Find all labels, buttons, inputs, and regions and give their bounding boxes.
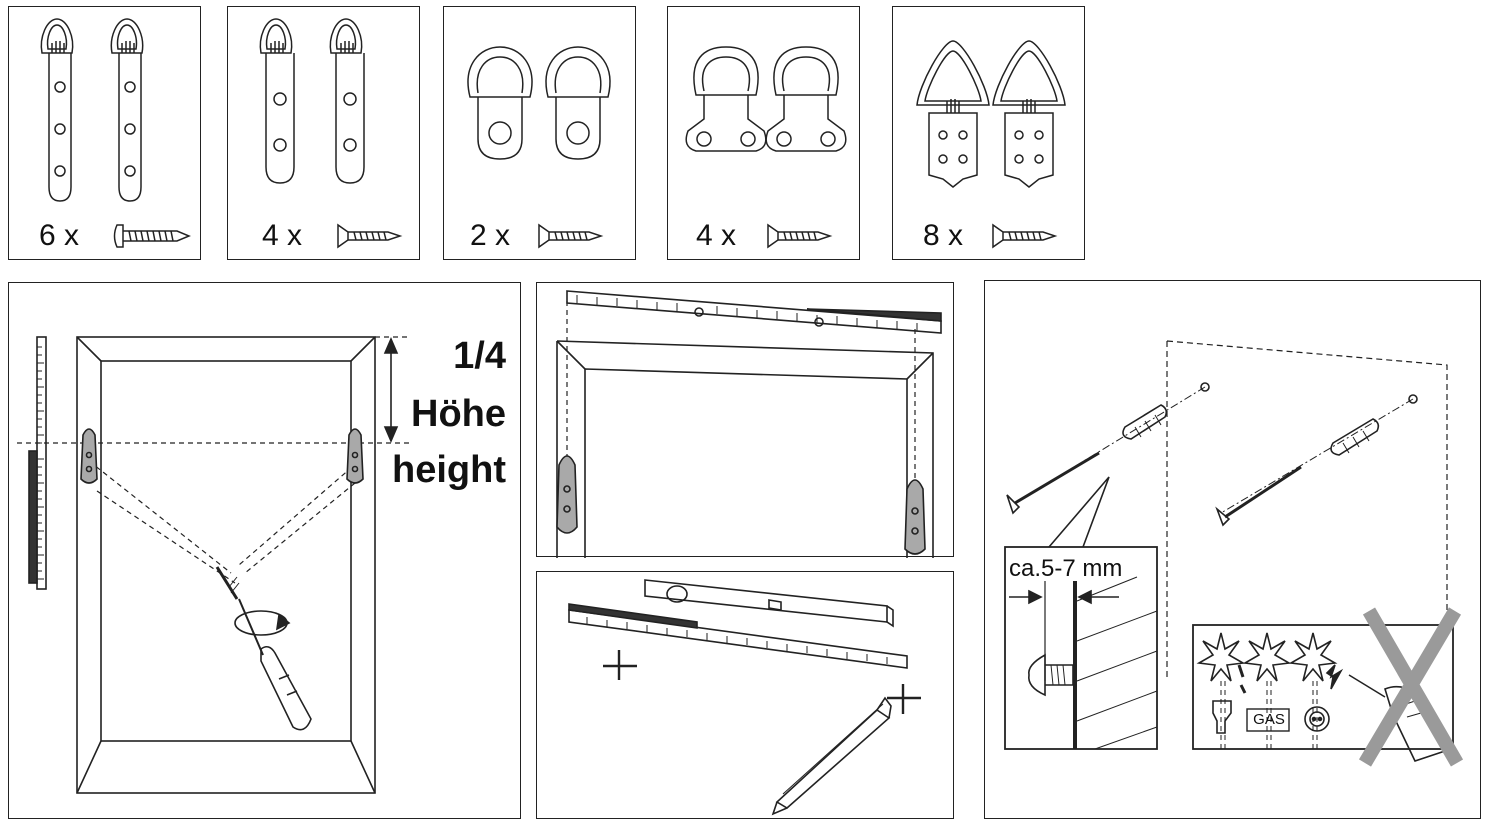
- height-label-en: height: [392, 449, 506, 491]
- quantity-label: 2 x: [470, 219, 511, 252]
- folding-rule-icon: [566, 290, 942, 334]
- anchor-illustration: [1004, 340, 1464, 767]
- pan-head-screw-icon: [113, 224, 191, 248]
- spirit-level-icon: [644, 579, 894, 628]
- level-illustration: [568, 579, 921, 816]
- hardware-set-3: 2 x: [443, 6, 636, 260]
- gas-label: GAS: [1253, 711, 1285, 728]
- folding-rule-icon: [568, 603, 908, 669]
- quantity-label: 6 x: [39, 219, 80, 252]
- cross-out-icon: [1358, 607, 1464, 767]
- distance-label: ca.5-7 mm: [1009, 555, 1123, 582]
- countersunk-screw-icon: [538, 223, 604, 249]
- countersunk-screw-icon: [337, 223, 403, 249]
- d-ring-hanger-icon: [467, 46, 611, 160]
- electric-socket-icon: [1304, 664, 1344, 732]
- step-level-and-mark: [536, 571, 954, 819]
- hardware-set-5: 8 x: [892, 6, 1085, 260]
- height-label-de: Höhe: [411, 393, 506, 435]
- long-triangle-hanger-icon: [40, 18, 144, 202]
- danger-star-icon: [1288, 632, 1338, 682]
- quantity-label: 4 x: [696, 219, 737, 252]
- step-measure-distance: [536, 282, 954, 558]
- d-ring-two-hole-hanger-icon: [685, 46, 847, 152]
- hardware-set-4: 4 x: [667, 6, 860, 260]
- pencil-icon: [771, 696, 892, 816]
- hardware-set-1: 6 x: [8, 6, 201, 260]
- fraction-label: 1/4: [453, 335, 506, 377]
- medium-triangle-hanger-icon: [259, 18, 365, 184]
- wood-screw-icon: [1215, 465, 1302, 527]
- step-drill-and-anchor: ca.5-7 mm GAS: [984, 280, 1481, 819]
- quantity-label: 8 x: [923, 219, 964, 252]
- countersunk-screw-icon: [992, 223, 1058, 249]
- frame-illustration: [17, 336, 409, 794]
- water-tap-icon: [1212, 664, 1247, 734]
- quantity-label: 4 x: [262, 219, 303, 252]
- danger-star-icon: [1196, 632, 1246, 682]
- wall-plug-icon: [1330, 418, 1380, 456]
- triangle-four-hole-hanger-icon: [916, 40, 1066, 188]
- hardware-set-2: 4 x: [227, 6, 420, 260]
- screw-head-icon: [1028, 653, 1074, 697]
- step-position-hangers: 1/4 Höhe height: [8, 282, 521, 819]
- danger-star-icon: [1242, 632, 1292, 682]
- folding-rule-icon: [28, 336, 47, 590]
- wall-plug-icon: [1122, 404, 1168, 440]
- gas-label-box: [1246, 708, 1290, 732]
- wood-screw-icon: [1006, 451, 1100, 515]
- measure-illustration: [556, 290, 942, 558]
- countersunk-screw-icon: [767, 223, 833, 249]
